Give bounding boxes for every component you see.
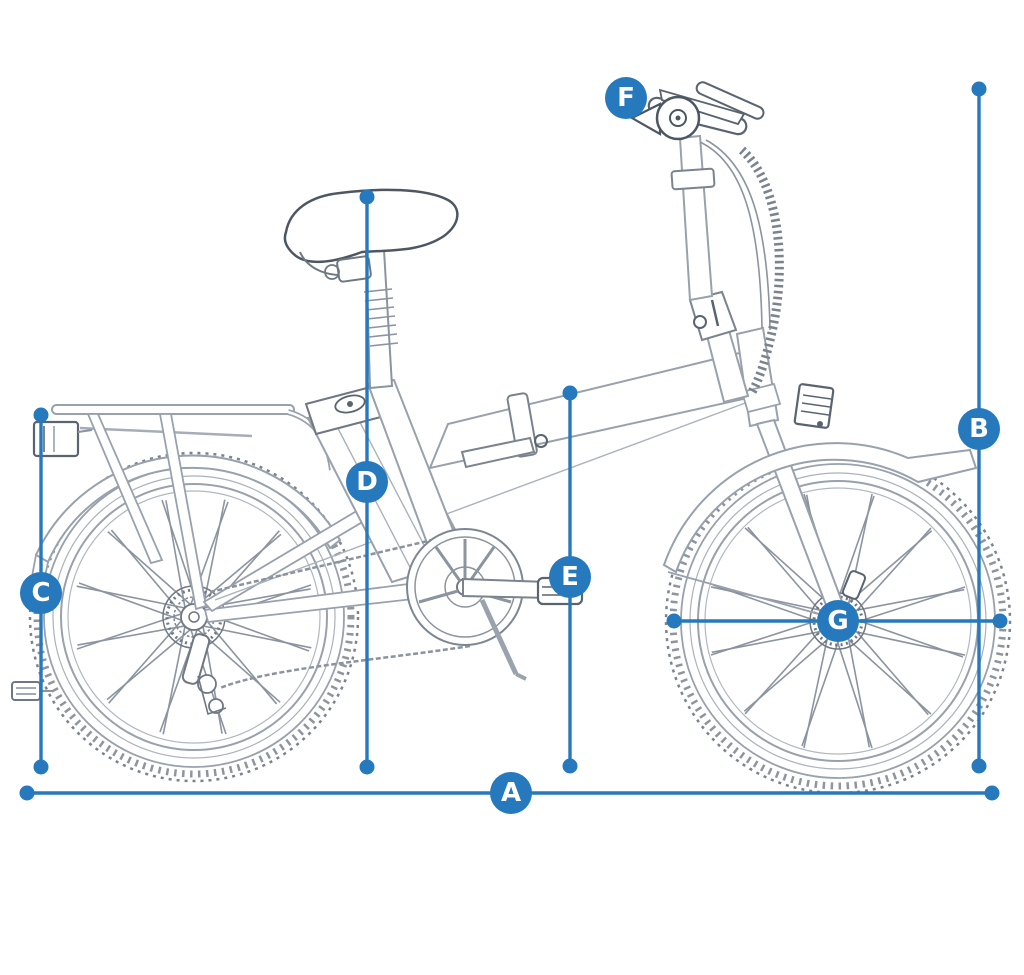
frame [202,326,846,623]
dimension-badge-d: D [346,461,388,503]
rear-rack [51,404,335,611]
kickstand [479,598,527,681]
rear-derailleur [181,633,227,716]
dimension-badge-g: G [817,600,859,642]
left-pedal [11,681,52,701]
coiled-cable [738,146,784,395]
stem-handlebar [621,81,784,404]
saddle [283,188,459,263]
front-fender [662,383,978,617]
dimension-badge-f: F [605,77,647,119]
drivetrain [11,528,584,716]
dimension-badge-a: A [490,772,532,814]
front-brake-caliper [841,570,867,600]
dimension-badge-e: E [549,556,591,598]
rear-light [32,420,93,458]
dimension-badge-b: B [958,408,1000,450]
crankset [406,528,584,646]
seatpost-spring [363,288,399,347]
dimension-badge-c: C [20,572,62,614]
frame-fold-clamp [460,392,548,469]
saddle-assembly [283,188,459,390]
front-reflector [793,383,835,429]
